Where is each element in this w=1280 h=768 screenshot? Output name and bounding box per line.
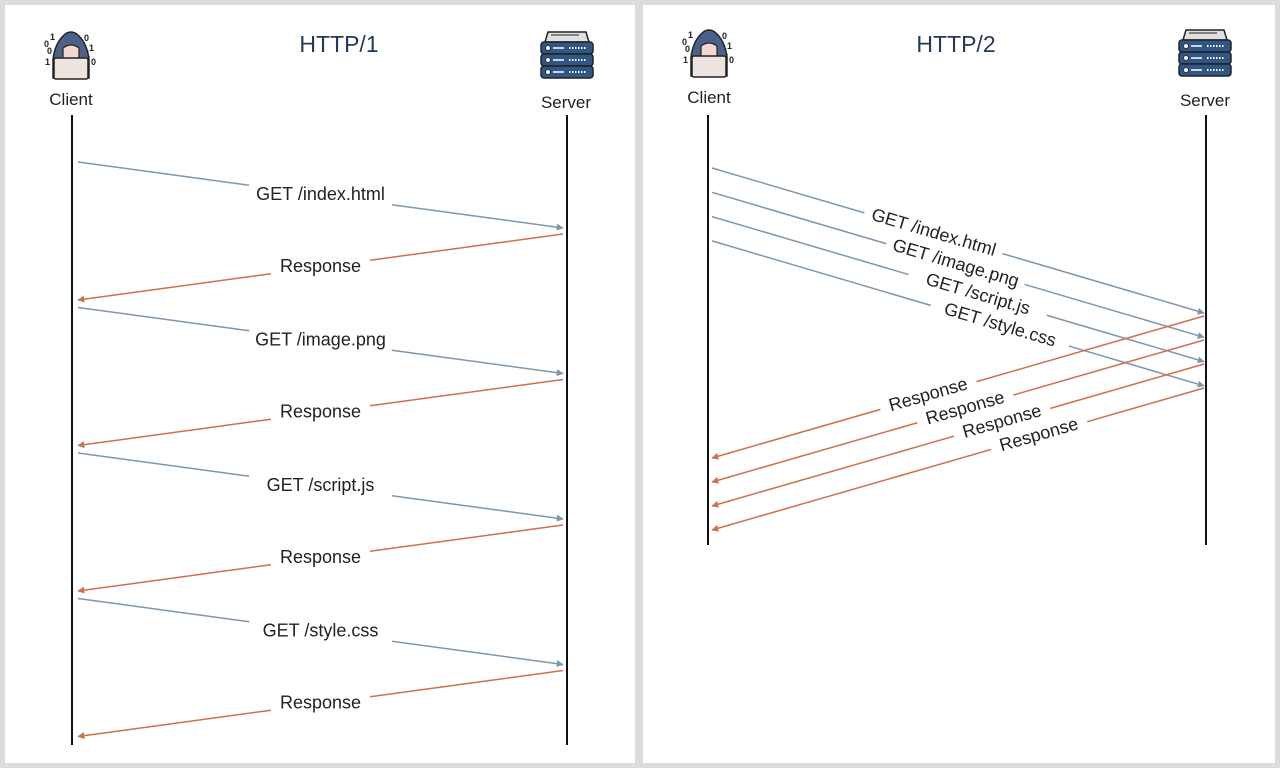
- http2-client-label: Client: [687, 88, 731, 107]
- http2-panel: [643, 5, 1275, 763]
- response-arrow-head-line: [77, 709, 272, 740]
- response-label: Response: [280, 256, 361, 276]
- response-message: Response: [711, 339, 1205, 484]
- response-label: Response: [280, 547, 361, 567]
- request-arrow-head-line: [391, 203, 564, 231]
- response-arrow-line: [369, 233, 564, 262]
- request-arrow-line: [77, 597, 250, 623]
- request-arrow-head-line: [1002, 252, 1205, 315]
- http1-title: HTTP/1: [299, 31, 378, 57]
- server-rack-icon: [1178, 29, 1232, 77]
- server-rack-icon: [540, 31, 594, 79]
- http1-diagram: HTTP/1 Client Server GET /index.htmlResp…: [43, 31, 594, 745]
- response-arrow-head-line: [711, 422, 918, 484]
- response-arrow-head-line: [711, 408, 881, 460]
- response-message: Response: [77, 378, 564, 449]
- request-label: GET /index.html: [256, 184, 385, 204]
- request-arrow-head-line: [1068, 345, 1205, 388]
- response-arrow-head-line: [77, 272, 272, 303]
- response-message: Response: [77, 524, 564, 594]
- request-label: GET /style.css: [263, 620, 379, 640]
- response-message: Response: [711, 315, 1205, 460]
- request-message: GET /index.html: [77, 161, 564, 231]
- response-arrow-line: [369, 378, 564, 407]
- request-label: GET /script.js: [267, 475, 375, 495]
- response-arrow-head-line: [711, 448, 992, 532]
- hacker-client-icon: [43, 31, 97, 80]
- request-label: GET /image.png: [255, 329, 386, 349]
- http1-server-label: Server: [541, 93, 591, 112]
- request-arrow-head-line: [1024, 283, 1205, 339]
- request-arrow-line: [711, 215, 909, 276]
- response-label: Response: [280, 401, 361, 421]
- request-arrow-line: [77, 452, 250, 478]
- response-message: Response: [77, 669, 564, 740]
- request-arrow-head-line: [391, 349, 564, 377]
- request-message: GET /style.css: [77, 597, 564, 668]
- request-arrow-line: [711, 240, 931, 307]
- response-arrow-line: [1087, 387, 1205, 423]
- request-message: GET /image.png: [77, 306, 564, 377]
- response-arrow-line: [1013, 339, 1205, 396]
- request-arrow-line: [77, 306, 250, 332]
- request-arrow-head-line: [391, 640, 564, 668]
- request-arrow-line: [711, 167, 865, 214]
- response-arrow-head-line: [711, 435, 955, 508]
- request-message: GET /script.js: [77, 452, 564, 522]
- response-arrow-line: [369, 524, 564, 553]
- response-arrow-line: [976, 315, 1205, 383]
- response-arrow-head-line: [77, 563, 272, 594]
- response-arrow-line: [369, 669, 564, 698]
- hacker-client-icon: [681, 29, 735, 78]
- request-arrow-head-line: [391, 494, 564, 522]
- http1-client-label: Client: [49, 90, 93, 109]
- response-message: Response: [77, 233, 564, 303]
- http2-diagram: HTTP/2 Client Server GET /index.htmlGET …: [681, 29, 1232, 545]
- http2-server-label: Server: [1180, 91, 1230, 110]
- request-arrow-line: [77, 161, 250, 187]
- response-label: Response: [280, 692, 361, 712]
- http2-title: HTTP/2: [916, 31, 995, 57]
- request-arrow-line: [711, 191, 887, 245]
- response-arrow-line: [1050, 363, 1205, 410]
- response-arrow-head-line: [77, 418, 272, 449]
